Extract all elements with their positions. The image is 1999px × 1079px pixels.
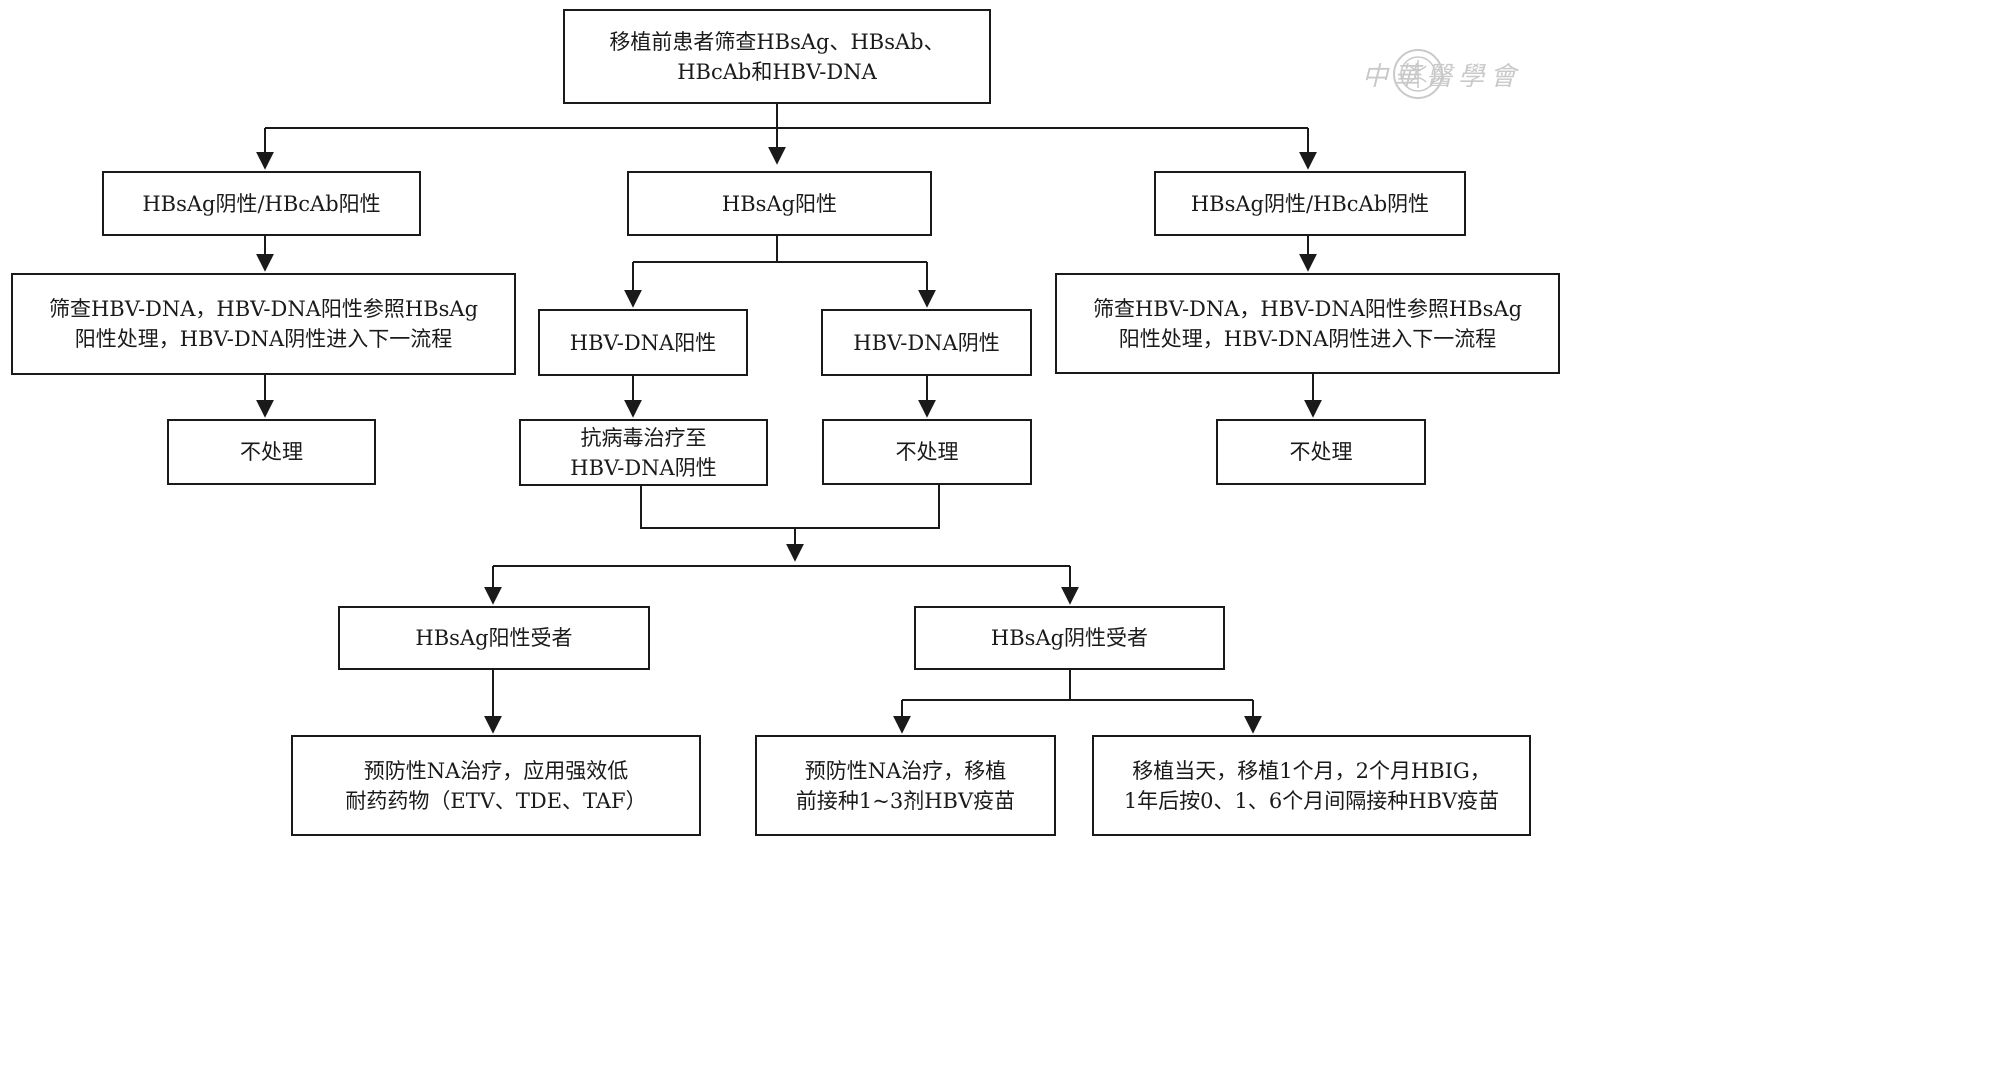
flowchart: 移植前患者筛查HBsAg、HBsAb、 HBcAb和HBV-DNA HBsAg阴… bbox=[11, 9, 1560, 836]
seal-logo-icon bbox=[1393, 49, 1443, 99]
box-text-line: HBcAb和HBV-DNA bbox=[677, 59, 877, 84]
box-no-treatment-middle: 不处理 bbox=[822, 419, 1032, 485]
box-screen-dna-left: 筛查HBV-DNA，HBV-DNA阳性参照HBsAg 阳性处理，HBV-DNA阴… bbox=[11, 273, 516, 375]
box-text-line: HBV-DNA阴性 bbox=[570, 455, 717, 480]
box-text-line: 不处理 bbox=[1289, 440, 1353, 464]
box-text-line: 阳性处理，HBV-DNA阴性进入下一流程 bbox=[1118, 326, 1497, 351]
box-text-line: HBsAg阴性/HBcAb阳性 bbox=[142, 191, 381, 216]
box-text-line: 预防性NA治疗，移植 bbox=[804, 758, 1007, 783]
box-text-line: 前接种1~3剂HBV疫苗 bbox=[795, 788, 1016, 813]
connector-layer bbox=[256, 103, 1322, 734]
box-hbv-dna-neg: HBV-DNA阴性 bbox=[821, 309, 1032, 376]
box-na-and-vaccine: 预防性NA治疗，移植 前接种1~3剂HBV疫苗 bbox=[755, 735, 1056, 836]
box-text-line: 1年后按0、1、6个月间隔接种HBV疫苗 bbox=[1123, 788, 1500, 813]
box-text-line: 筛查HBV-DNA，HBV-DNA阳性参照HBsAg bbox=[48, 297, 479, 321]
box-text-line: HBsAg阳性 bbox=[721, 191, 838, 216]
box-text-line: 抗病毒治疗至 bbox=[580, 425, 707, 450]
box-text-line: 移植前患者筛查HBsAg、HBsAb、 bbox=[609, 29, 945, 54]
box-no-treatment-left: 不处理 bbox=[167, 419, 376, 485]
box-na-prophylaxis: 预防性NA治疗，应用强效低 耐药药物（ETV、TDE、TAF） bbox=[291, 735, 701, 836]
box-text-line: 不处理 bbox=[240, 440, 303, 464]
connector-merge bbox=[640, 485, 940, 529]
box-hbsag-neg-hbcab-pos: HBsAg阴性/HBcAb阳性 bbox=[102, 171, 421, 236]
box-hbsag-neg-recipient: HBsAg阴性受者 bbox=[914, 606, 1225, 670]
box-text-line: 阳性处理，HBV-DNA阴性进入下一流程 bbox=[74, 327, 453, 351]
box-hbsag-pos: HBsAg阳性 bbox=[627, 171, 932, 236]
box-text-line: HBV-DNA阳性 bbox=[569, 330, 717, 355]
box-text-line: HBsAg阴性/HBcAb阴性 bbox=[1190, 191, 1430, 216]
box-text-line: 移植当天，移植1个月，2个月HBIG， bbox=[1132, 758, 1491, 783]
box-screen-dna-right: 筛查HBV-DNA，HBV-DNA阳性参照HBsAg 阳性处理，HBV-DNA阴… bbox=[1055, 273, 1560, 374]
box-hbv-dna-pos: HBV-DNA阳性 bbox=[538, 309, 748, 376]
box-text-line: 预防性NA治疗，应用强效低 bbox=[363, 758, 629, 783]
box-pretransplant-screening: 移植前患者筛查HBsAg、HBsAb、 HBcAb和HBV-DNA bbox=[563, 9, 991, 104]
box-text-line: 筛查HBV-DNA，HBV-DNA阳性参照HBsAg bbox=[1092, 296, 1523, 321]
box-hbsag-pos-recipient: HBsAg阳性受者 bbox=[338, 606, 650, 670]
box-text-line: HBV-DNA阴性 bbox=[853, 330, 1000, 355]
watermark-text: 中華醫學會 bbox=[1362, 62, 1523, 92]
box-text-line: 不处理 bbox=[895, 440, 959, 464]
box-text-line: HBsAg阳性受者 bbox=[415, 626, 573, 650]
box-antiviral-therapy: 抗病毒治疗至 HBV-DNA阴性 bbox=[519, 419, 768, 486]
box-no-treatment-right: 不处理 bbox=[1216, 419, 1426, 485]
box-hbig-vaccine-schedule: 移植当天，移植1个月，2个月HBIG， 1年后按0、1、6个月间隔接种HBV疫苗 bbox=[1092, 735, 1531, 836]
box-hbsag-neg-hbcab-neg: HBsAg阴性/HBcAb阴性 bbox=[1154, 171, 1466, 236]
box-text-line: 耐药药物（ETV、TDE、TAF） bbox=[345, 788, 647, 813]
box-text-line: HBsAg阴性受者 bbox=[990, 626, 1149, 650]
